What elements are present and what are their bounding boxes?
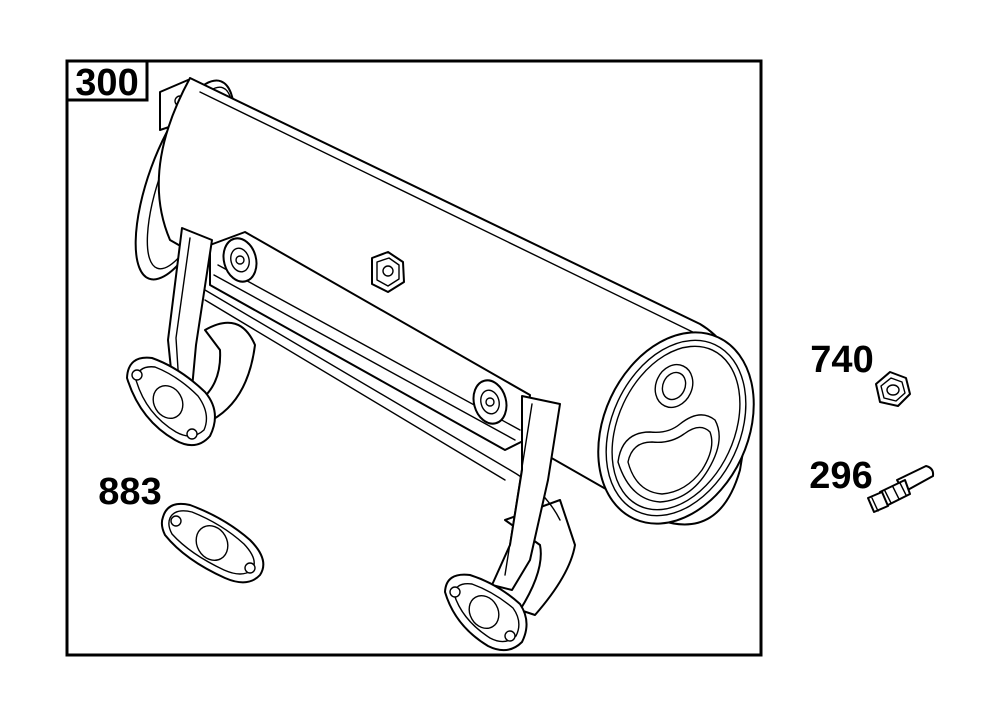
right-mounting-flange bbox=[444, 573, 528, 652]
part-number-box-300: 300 bbox=[65, 59, 149, 104]
part-number-296: 296 bbox=[809, 455, 872, 497]
nut-part: 740 bbox=[810, 339, 911, 407]
muffler-assembly bbox=[126, 77, 755, 652]
gasket-part: 883 bbox=[98, 471, 265, 584]
left-mounting-flange bbox=[126, 356, 216, 447]
part-number-300: 300 bbox=[75, 62, 138, 104]
assembly-frame bbox=[65, 59, 763, 657]
stud-part: 296 bbox=[809, 455, 935, 513]
muffler-end-cap bbox=[597, 331, 755, 525]
part-number-883: 883 bbox=[98, 471, 161, 513]
cylinder-hex-nut bbox=[371, 251, 405, 293]
part-number-740: 740 bbox=[810, 339, 873, 381]
